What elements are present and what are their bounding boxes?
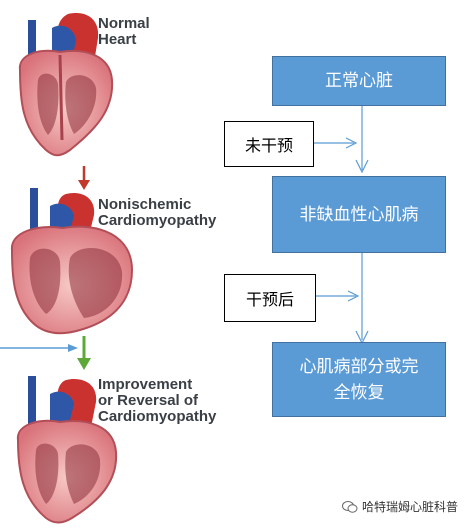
heart-illustrations (0, 13, 134, 524)
label-line: Cardiomyopathy (98, 408, 217, 425)
label-line: or Reversal of (98, 392, 199, 409)
flow-box-text-line2: 全恢复 (333, 382, 385, 403)
watermark-text: 哈特瑞姆心脏科普 (362, 500, 459, 514)
label-line: Nonischemic (98, 196, 192, 213)
heart-label-normal: Normal Heart (98, 16, 150, 48)
flow-box-normal-heart: 正常心脏 (272, 56, 446, 106)
heart-label-improvement: Improvement or Reversal of Cardiomyopath… (98, 377, 216, 425)
label-line: Heart (98, 31, 137, 48)
heart-label-nonischemic: Nonischemic Cardiomyopathy (98, 197, 216, 229)
improved-heart-image (16, 376, 118, 524)
flow-box-text: 正常心脏 (325, 71, 393, 91)
side-box-after-intervention: 干预后 (224, 274, 316, 322)
green-down-arrow (77, 336, 91, 370)
side-box-text: 未干预 (244, 136, 293, 155)
watermark: 哈特瑞姆心脏科普 (342, 498, 458, 515)
flow-box-nonischemic: 非缺血性心肌病 (272, 176, 446, 253)
flow-box-recovery: 心肌病部分或完 全恢复 (272, 342, 446, 417)
blue-left-arrow (0, 344, 78, 352)
label-line: Normal (98, 15, 150, 32)
label-line: Cardiomyopathy (98, 212, 217, 229)
wechat-icon (342, 500, 358, 513)
cardiomyopathy-heart-image (10, 188, 134, 335)
red-down-arrow (78, 166, 90, 190)
label-line: Improvement (98, 376, 193, 393)
flow-box-text-line1: 心肌病部分或完 (299, 356, 419, 377)
side-box-no-intervention: 未干预 (224, 121, 314, 167)
side-box-text: 干预后 (245, 290, 294, 309)
normal-heart-image (18, 13, 114, 157)
flow-box-text: 非缺血性心肌病 (299, 204, 419, 225)
